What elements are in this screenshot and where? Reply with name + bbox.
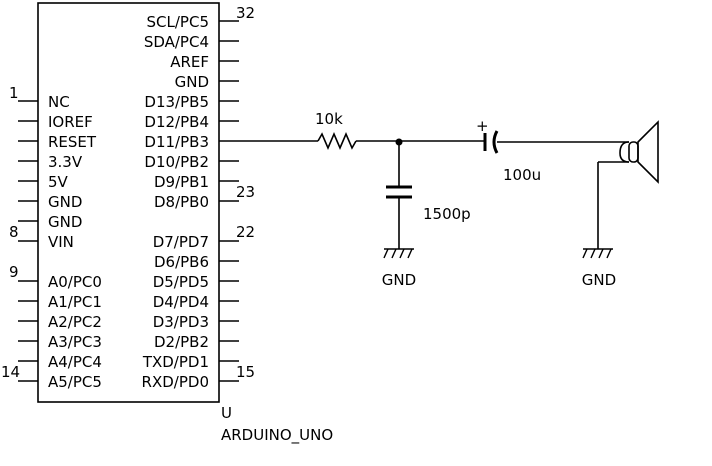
pin-label-gnd1: GND (48, 193, 82, 211)
pin-label-5v: 5V (48, 173, 69, 191)
pin-numbers: 1 8 9 14 32 23 22 15 (1, 4, 255, 381)
ground-hatch-right-3 (598, 248, 604, 259)
pin-label-d2: D2/PB2 (154, 333, 209, 351)
pin-label-a2: A2/PC2 (48, 313, 102, 331)
pin-number-23: 23 (236, 183, 255, 201)
pin-label-txd: TXD/PD1 (142, 353, 209, 371)
pin-label-aref: AREF (170, 53, 209, 71)
pin-label-d12: D12/PB4 (144, 113, 209, 131)
speaker-coil (628, 141, 639, 163)
speaker-symbol (619, 120, 659, 184)
pin-label-d5: D5/PD5 (153, 273, 209, 291)
pin-label-d13: D13/PB5 (144, 93, 209, 111)
component-name: ARDUINO_UNO (221, 426, 333, 445)
left-pin-stubs (18, 100, 38, 382)
pin-label-d7: D7/PD7 (153, 233, 209, 251)
pin-label-d4: D4/PD4 (153, 293, 209, 311)
right-pin-stubs (219, 20, 239, 382)
ground-hatch-left-4 (407, 248, 413, 259)
pin-number-15: 15 (236, 363, 255, 381)
pin-label-d9: D9/PB1 (154, 173, 209, 191)
pin-number-22: 22 (236, 223, 255, 241)
pin-number-1: 1 (9, 84, 19, 102)
ground-label-right: GND (582, 271, 616, 289)
pin-label-gnd-r: GND (175, 73, 209, 91)
ground-symbol-right (582, 248, 613, 259)
pin-label-sda: SDA/PC4 (144, 33, 209, 51)
electrolytic-polarity: + (476, 117, 489, 135)
ground-hatch-right-1 (582, 248, 588, 259)
left-pin-labels: NC IOREF RESET 3.3V 5V GND GND VIN A0/PC… (48, 93, 102, 391)
capacitor-value: 1500p (423, 205, 471, 223)
pin-number-8: 8 (9, 223, 19, 241)
pin-label-a1: A1/PC1 (48, 293, 102, 311)
resistor-symbol (317, 131, 357, 151)
pin-label-a5: A5/PC5 (48, 373, 102, 391)
pin-label-nc: NC (48, 93, 70, 111)
pin-label-a0: A0/PC0 (48, 273, 102, 291)
pin-label-d3: D3/PD3 (153, 313, 209, 331)
pin-label-d8: D8/PB0 (154, 193, 209, 211)
resistor-value: 10k (315, 110, 343, 128)
speaker-coil-left (619, 141, 630, 163)
electrolytic-value: 100u (503, 166, 541, 184)
pin-label-ioref: IOREF (48, 113, 93, 131)
pin-number-32: 32 (236, 4, 255, 22)
pin-label-scl: SCL/PC5 (147, 13, 209, 31)
pin-label-a4: A4/PC4 (48, 353, 102, 371)
pin-number-14: 14 (1, 363, 20, 381)
ground-hatch-left-3 (399, 248, 405, 259)
pin-label-3v3: 3.3V (48, 153, 83, 171)
pin-label-a3: A3/PC3 (48, 333, 102, 351)
pin-label-d11: D11/PB3 (144, 133, 209, 151)
ground-label-left: GND (382, 271, 416, 289)
ground-symbol-left (383, 248, 414, 259)
pin-label-d10: D10/PB2 (144, 153, 209, 171)
electrolytic-plate-negative (492, 130, 499, 154)
ground-hatch-left-1 (383, 248, 389, 259)
component-reference: U (221, 404, 232, 422)
arduino-uno-body (37, 2, 220, 403)
pin-label-d6: D6/PB6 (154, 253, 209, 271)
right-pin-labels: SCL/PC5 SDA/PC4 AREF GND D13/PB5 D12/PB4… (142, 13, 209, 391)
ground-hatch-right-4 (606, 248, 612, 259)
ground-hatch-left-2 (391, 248, 397, 259)
pin-label-rxd: RXD/PD0 (142, 373, 209, 391)
pin-label-vin: VIN (48, 233, 74, 251)
pin-number-9: 9 (9, 263, 19, 281)
pin-label-gnd2: GND (48, 213, 82, 231)
speaker-cone (637, 120, 659, 184)
pin-label-reset: RESET (48, 133, 97, 151)
ground-hatch-right-2 (590, 248, 596, 259)
